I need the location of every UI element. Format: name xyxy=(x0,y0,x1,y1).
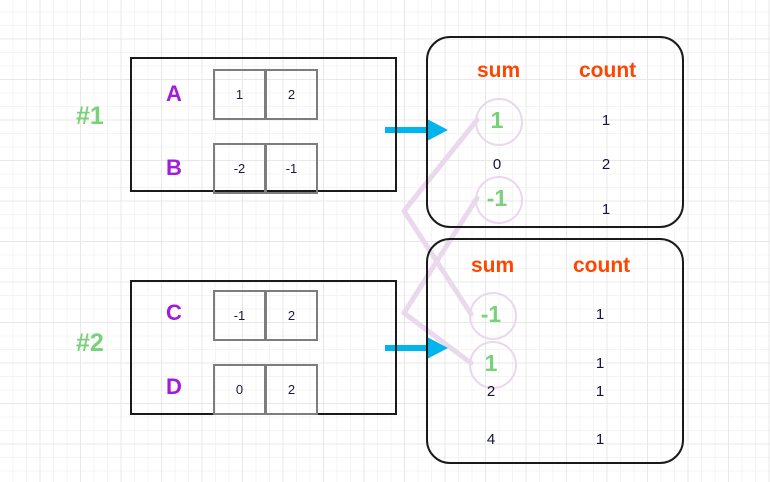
row-label-d: D xyxy=(166,374,182,399)
table1-count-2: 1 xyxy=(601,201,611,218)
cell-c-1: 2 xyxy=(266,290,318,341)
table2-sum-2: 2 xyxy=(486,383,496,400)
highlight-circle-t2-r1 xyxy=(469,292,517,340)
table1-sum-0: 1 xyxy=(490,107,504,133)
table2-sum-0: -1 xyxy=(480,301,502,327)
row-label-b: B xyxy=(166,155,182,180)
cell-a-0: 1 xyxy=(213,69,266,120)
group-label-1: #1 xyxy=(76,102,104,130)
table2-header-sum: sum xyxy=(471,254,515,277)
table1-count-0: 1 xyxy=(601,112,611,129)
cell-a-1: 2 xyxy=(266,69,318,120)
table2-count-3: 1 xyxy=(595,431,605,448)
highlight-circle-t2-r2 xyxy=(469,341,517,389)
table2-header-count: count xyxy=(573,254,631,277)
cell-b-1: -1 xyxy=(266,143,318,194)
table2-count-2: 1 xyxy=(595,383,605,400)
table2-sum-1: 1 xyxy=(484,350,498,376)
row-cells-b: -2 -1 xyxy=(213,143,318,194)
table1-count-1: 2 xyxy=(601,156,611,173)
row-label-a: A xyxy=(166,81,182,106)
result-table-2 xyxy=(426,238,684,464)
cell-c-0: -1 xyxy=(213,290,266,341)
group-label-2: #2 xyxy=(76,329,104,357)
table1-sum-1: 0 xyxy=(492,156,502,173)
highlight-circle-t1-r3 xyxy=(475,176,523,224)
table1-header-count: count xyxy=(579,59,637,82)
group-panel-1 xyxy=(130,57,397,192)
table1-header-sum: sum xyxy=(477,59,521,82)
cell-b-0: -2 xyxy=(213,143,266,194)
cell-d-1: 2 xyxy=(266,364,318,415)
highlight-circle-t1-r1 xyxy=(475,98,523,146)
row-cells-a: 1 2 xyxy=(213,69,318,120)
row-label-c: C xyxy=(166,300,182,325)
table2-count-0: 1 xyxy=(595,306,605,323)
result-table-1 xyxy=(426,36,684,228)
table2-sum-3: 4 xyxy=(486,431,496,448)
table1-sum-2: -1 xyxy=(486,185,508,211)
cell-d-0: 0 xyxy=(213,364,266,415)
row-cells-c: -1 2 xyxy=(213,290,318,341)
row-cells-d: 0 2 xyxy=(213,364,318,415)
table2-count-1: 1 xyxy=(595,355,605,372)
